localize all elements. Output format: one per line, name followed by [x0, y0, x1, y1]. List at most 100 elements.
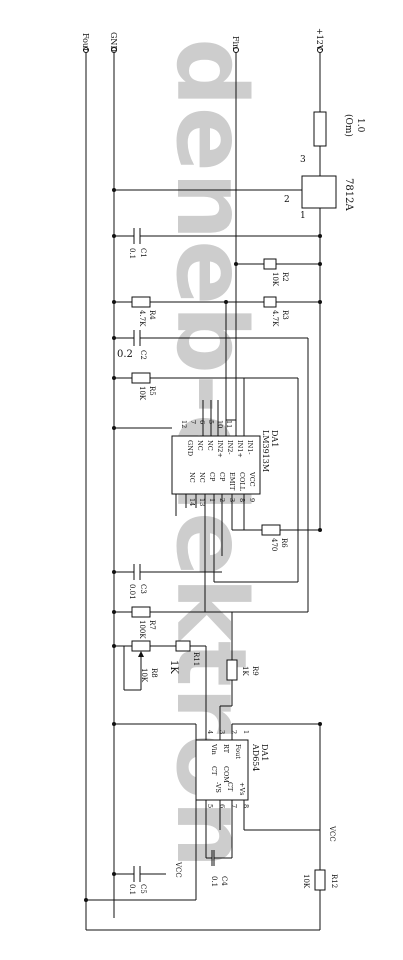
ad654-top-num-0: 4	[206, 730, 214, 734]
c3-ref: C3	[139, 584, 147, 594]
ad654-top-num-2: 2	[230, 730, 238, 734]
lm3913-right-pin-3: CP	[218, 472, 226, 482]
lm3913-right-pin-6: NC	[188, 472, 196, 483]
ad654-left-pin-0: Fout	[234, 744, 242, 759]
lm3913-right-pin-2: EMIT	[228, 472, 236, 491]
r4-value: 4.7K	[138, 310, 146, 327]
lm3913-top-num-4: 10	[216, 420, 224, 428]
lm3913-top-num-0: 12	[180, 420, 188, 428]
lm3913-right-pin-0: VCC	[248, 471, 256, 487]
c4-ref: C4	[220, 876, 228, 886]
fuse-value: 1.0	[355, 118, 365, 133]
lm3913-right-pin-4: CP	[208, 472, 216, 482]
r6-ref: R6	[280, 538, 288, 548]
c2-ref: C2	[139, 350, 147, 360]
c2-value: 0.2	[117, 349, 133, 360]
ad654-mid-pin-1: CT	[210, 766, 218, 776]
junction-dots	[84, 188, 322, 902]
resistor-r11: R11 1K	[168, 640, 200, 674]
c1-value: 0.1	[128, 248, 136, 259]
capacitor-c5: C5 0.1 VCC	[128, 861, 182, 895]
lm3913-top-num-1: 7	[189, 420, 197, 424]
ad654-part: AD654	[251, 743, 260, 771]
ad654-right-pin-2: -VS	[214, 782, 222, 793]
capacitor-c1: C1 0.1	[128, 228, 147, 259]
terminal-gnd-label: GND	[109, 32, 118, 52]
terminal-12v-label: +12V	[315, 28, 324, 51]
regulator-pin-out: 1	[300, 211, 306, 221]
c3-value: 0.01	[128, 584, 136, 600]
fuse-unit: (Om)	[343, 114, 354, 137]
regulator-7812a: 7812A 3 2 1	[284, 155, 354, 221]
capacitor-c3: C3 0.01	[128, 564, 147, 600]
ad654-right-pin-labels: +Vs CT -VS	[214, 782, 246, 795]
terminal-12v: +12V	[315, 28, 324, 53]
lm3913-right-pin-1: COLL	[238, 472, 246, 492]
resistor-r2: R2 10K	[263, 258, 289, 287]
lm3913-left-pin-5: NC	[196, 440, 204, 451]
lm3913-bot-num-3: 2	[218, 498, 226, 502]
ad654-top-num-3: 1	[242, 730, 250, 734]
resistor-r9: R9 1K	[226, 659, 259, 681]
terminal-fout: Fout	[81, 33, 90, 53]
r2-value: 10K	[271, 272, 279, 287]
lm3913-left-pin-1: IN1+	[236, 440, 244, 458]
lm3913-top-num-3: 5	[207, 420, 215, 424]
potentiometer-r8: R8 10K	[131, 640, 158, 683]
ad654-right-pin-0: +Vs	[238, 782, 246, 795]
lm3913-left-pin-2: IN2-	[226, 440, 234, 455]
r7-value: 100K	[138, 620, 146, 639]
r11-ref: R11	[192, 652, 200, 666]
ad654-left-pin-2: Vin	[210, 743, 218, 755]
r3-ref: R3	[281, 310, 289, 320]
capacitor-c2: C2 0.2	[117, 330, 147, 360]
r11-value: 1K	[168, 660, 179, 674]
r2-ref: R2	[281, 272, 289, 282]
ad654-ref: DA1	[260, 744, 269, 761]
ad654-top-num-1: 3	[218, 730, 226, 734]
resistor-r5: R5 10K	[131, 372, 156, 401]
r5-value: 10K	[138, 386, 146, 401]
terminal-fin: Fin	[231, 36, 240, 53]
r8-value: 10K	[140, 668, 148, 683]
r12-value: 10K	[302, 874, 310, 889]
lm3913-left-pin-3: IN2+	[216, 440, 224, 458]
r12-ref: R12	[330, 874, 338, 888]
ad654-bot-num-3: 8	[242, 804, 250, 808]
ad654-bot-num-2: 7	[230, 804, 238, 808]
terminal-fout-label: Fout	[81, 33, 90, 52]
lm3913-bot-num-1: 8	[238, 498, 246, 502]
lm3913-right-pin-5: NC	[198, 472, 206, 483]
ad654-bot-num-1: 6	[218, 804, 226, 808]
lm3913-top-num-2: 6	[198, 420, 206, 424]
lm3913-bot-num-6: 14	[188, 498, 196, 506]
lm3913-left-pin-6: GND	[186, 440, 194, 456]
ad654-mid-pin-0: COM	[222, 766, 230, 783]
wiring	[85, 52, 321, 931]
lm3913-ref: DA1	[270, 430, 279, 447]
regulator-name: 7812A	[343, 178, 354, 211]
lm3913-part: LM3913M	[261, 430, 270, 472]
r9-value: 1K	[241, 666, 249, 676]
c4-value: 0.1	[210, 876, 218, 887]
lm3913-top-num-5: 11	[225, 420, 233, 428]
resistor-r12: R12 10K	[302, 869, 338, 891]
r5-ref: R5	[148, 386, 156, 396]
terminal-vcc-c5: VCC	[174, 861, 182, 878]
regulator-pin-gnd: 2	[284, 195, 290, 205]
fuse-resistor: 1.0 (Om)	[313, 111, 365, 147]
c1-ref: C1	[139, 248, 147, 258]
resistor-r7: R7 100K	[131, 606, 156, 639]
r3-value: 4.7K	[271, 310, 279, 327]
ad654-right-pin-1: CT	[226, 782, 234, 792]
terminal-fin-label: Fin	[231, 36, 240, 49]
